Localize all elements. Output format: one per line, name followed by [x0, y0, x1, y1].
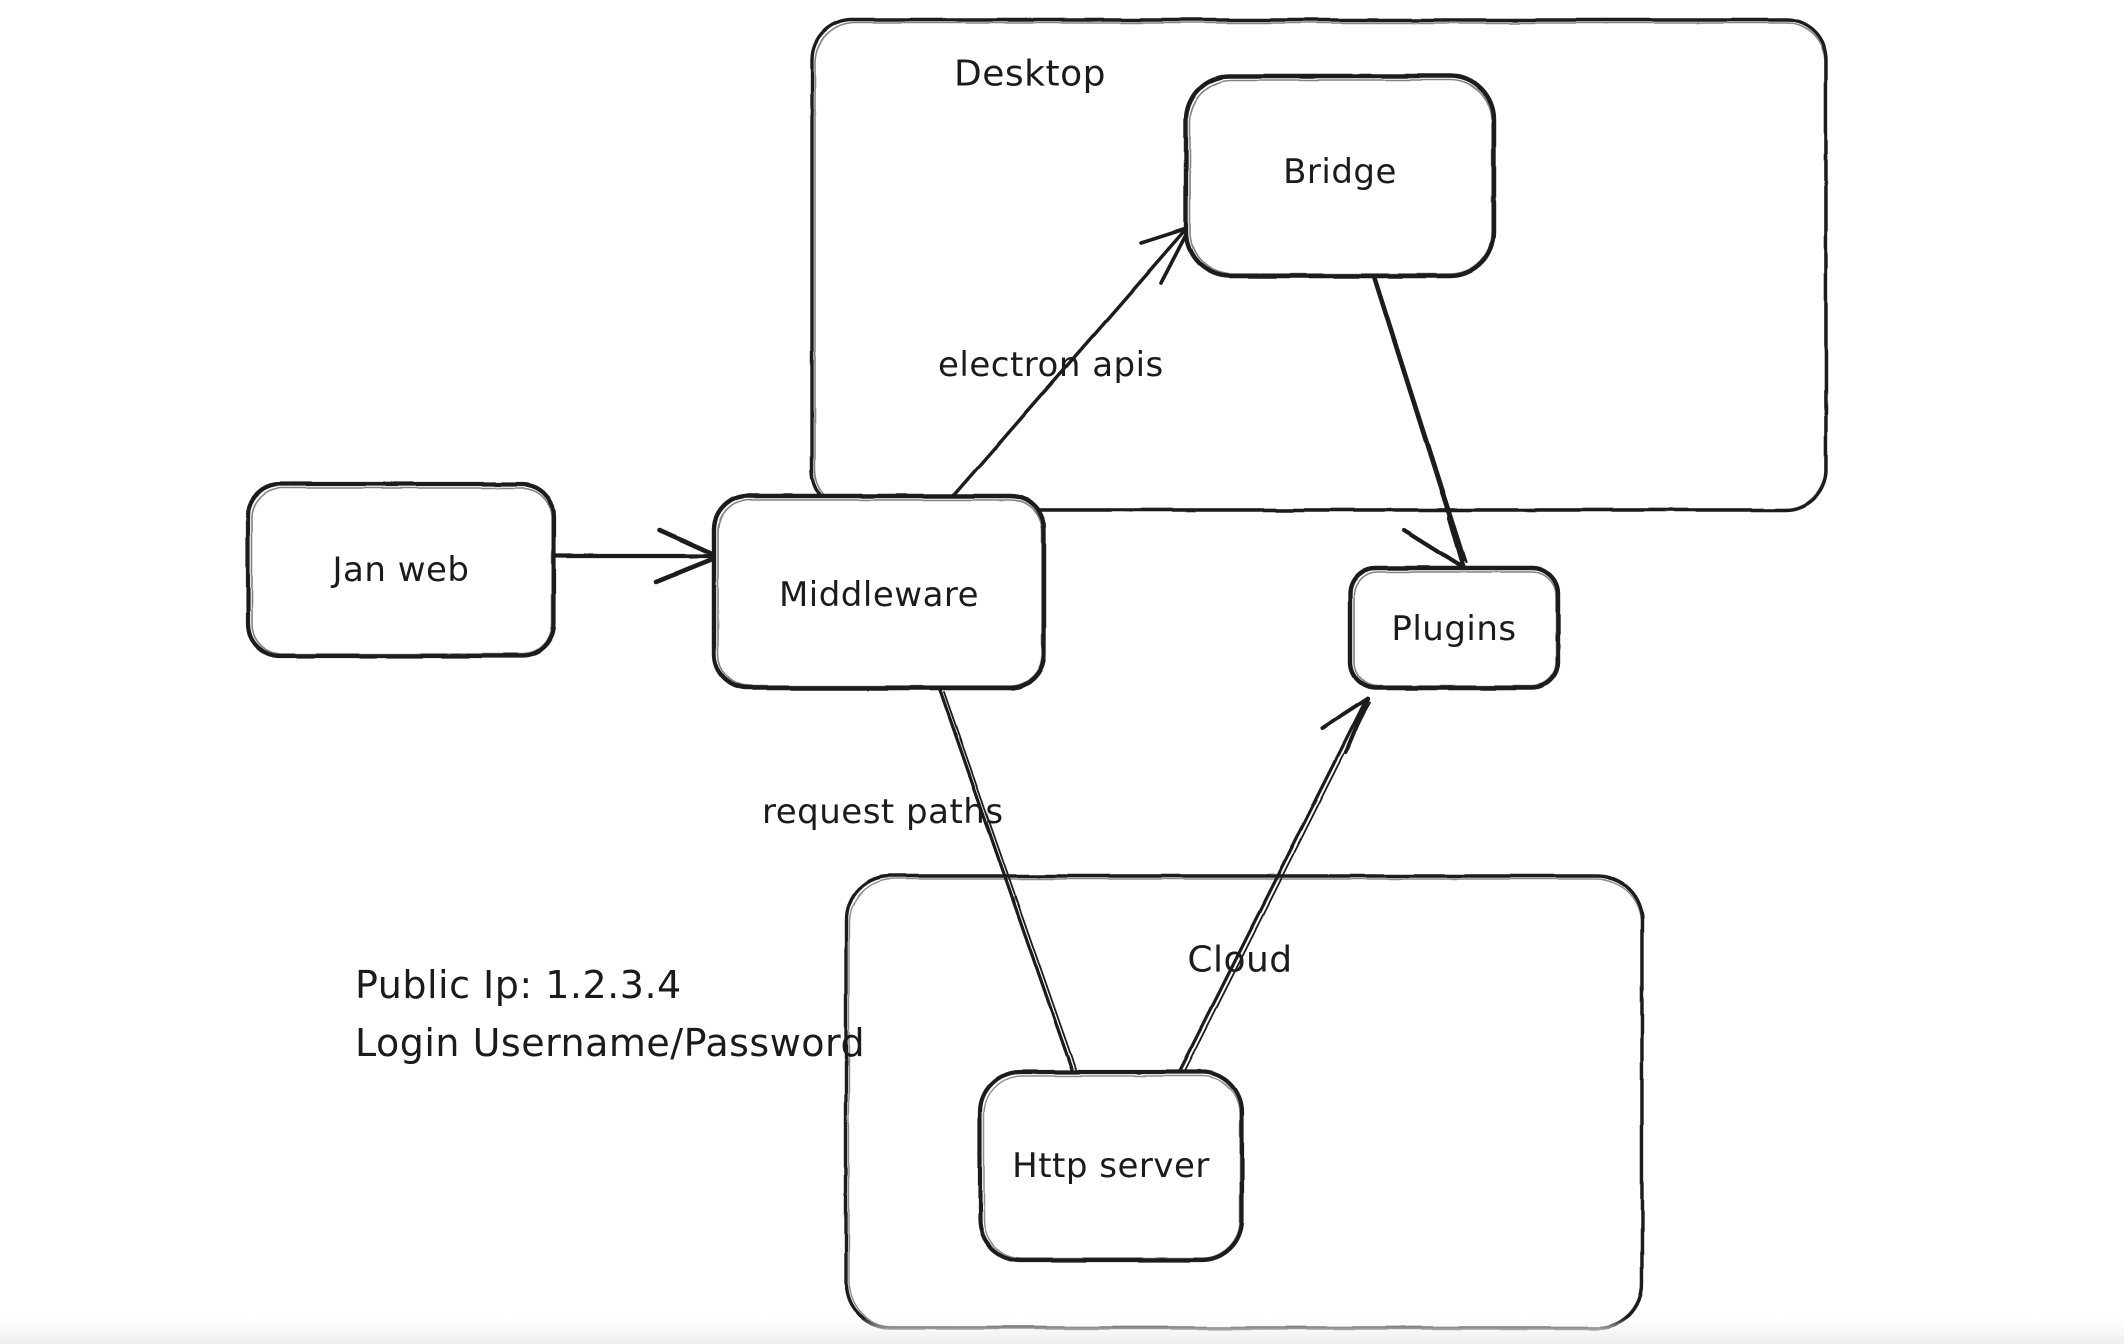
edge-label-electron-apis: electron apis: [938, 345, 1164, 385]
group-desktop: [810, 18, 1828, 512]
edge-httpserver-to-plugins: [1178, 696, 1371, 1073]
edge-label-request-paths: request paths: [762, 792, 1004, 832]
node-jan-web[interactable]: [245, 481, 557, 659]
note-public-ip: Public Ip: 1.2.3.4: [355, 963, 682, 1007]
edge-bridge-to-plugins: [1370, 270, 1469, 573]
node-label-bridge: Bridge: [1283, 152, 1397, 192]
edge-httpserver-to-middleware: [938, 688, 1077, 1072]
node-label-plugins: Plugins: [1391, 609, 1517, 649]
node-middleware[interactable]: [711, 493, 1047, 691]
note-login-credentials: Login Username/Password: [355, 1021, 866, 1065]
node-label-middleware: Middleware: [778, 575, 980, 615]
node-http-server[interactable]: [977, 1069, 1245, 1263]
node-bridge[interactable]: [1183, 73, 1497, 279]
edge-janweb-to-middleware: [553, 527, 721, 585]
group-label-desktop: Desktop: [954, 53, 1106, 95]
node-label-http-server: Http server: [1012, 1146, 1210, 1186]
group-label-cloud: Cloud: [1187, 939, 1293, 981]
node-label-jan-web: Jan web: [332, 550, 470, 590]
node-plugins[interactable]: [1347, 565, 1561, 691]
